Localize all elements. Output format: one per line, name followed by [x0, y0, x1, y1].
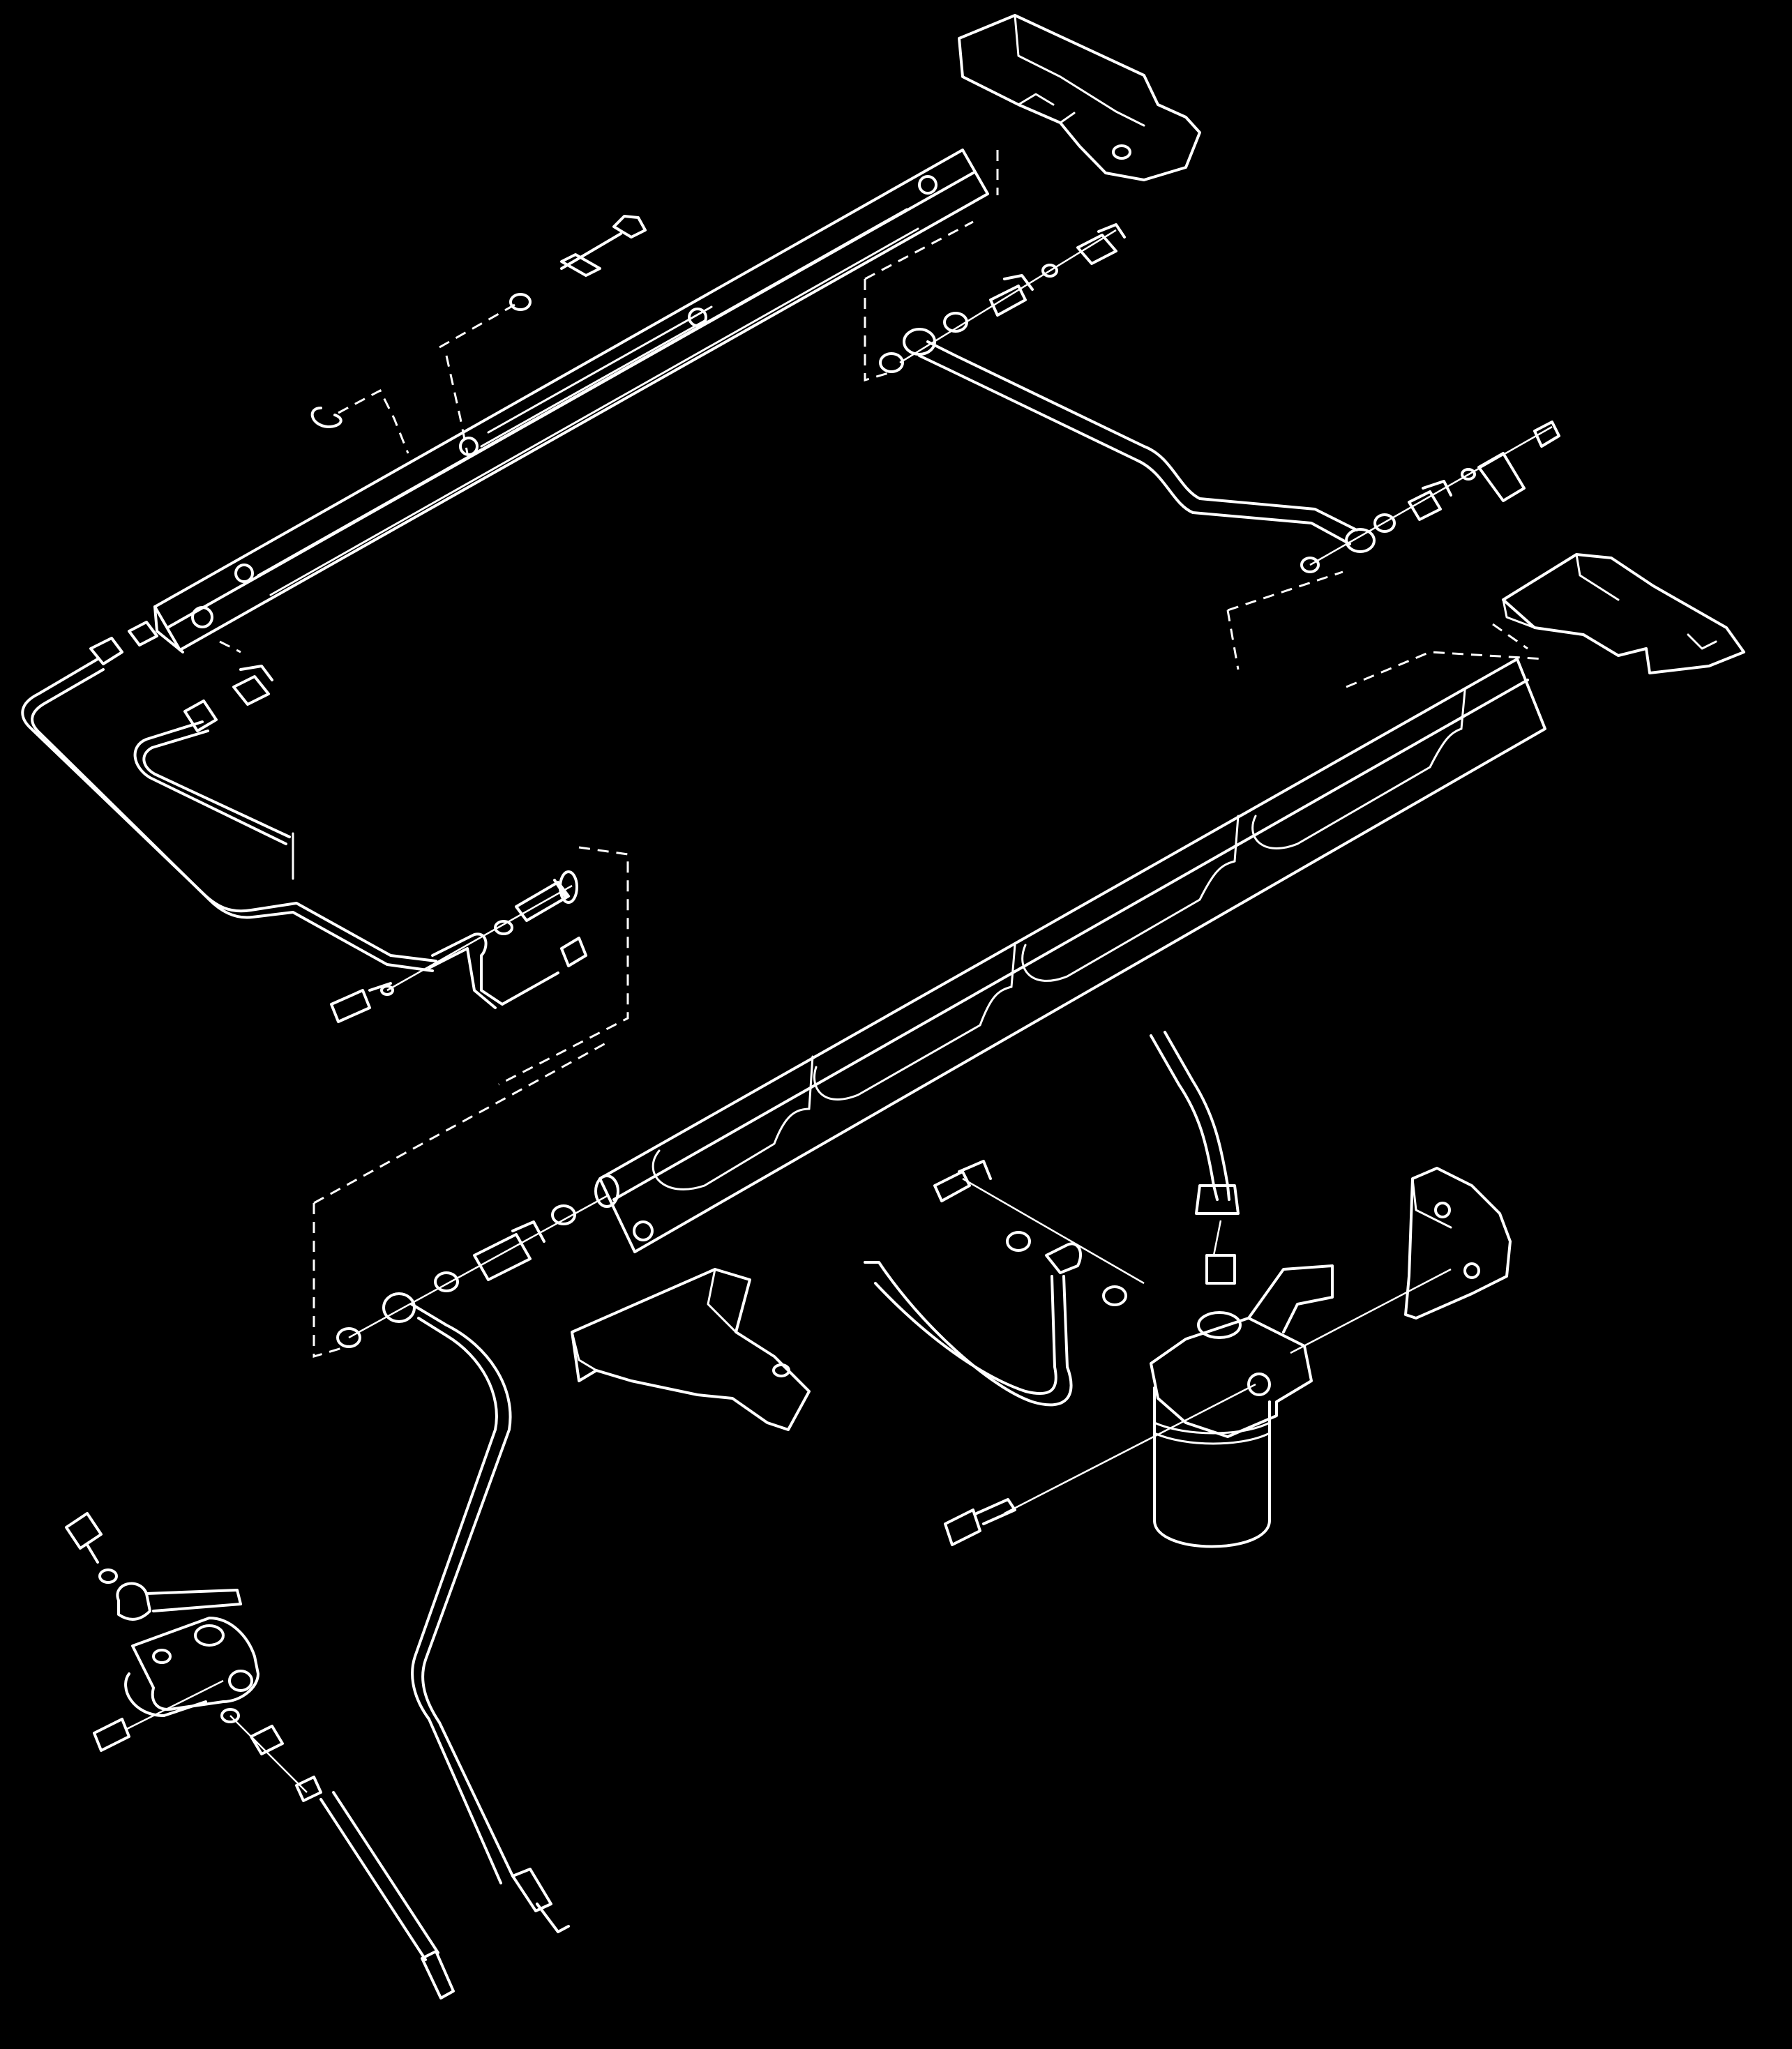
lower-fuel-rail [594, 658, 1546, 1253]
left-pipe-fittings [330, 846, 629, 1086]
right-bracket [1502, 553, 1745, 674]
construction-line-3 [219, 640, 241, 653]
left-supply-pipe [21, 621, 437, 972]
rail-mount-bolt [439, 215, 647, 349]
upper-fuel-rail [153, 149, 989, 653]
rail-clip [310, 388, 409, 454]
fuel-lift-pump [65, 1512, 455, 1999]
fuel-filter-assembly [944, 1031, 1334, 1548]
filter-feed-pipe [864, 1160, 1145, 1407]
construction-line-4 [1346, 651, 1546, 688]
lower-bracket [571, 1268, 811, 1431]
right-fittings [1226, 421, 1560, 670]
top-bracket [958, 14, 1201, 181]
lower-left-fuel-pipe [313, 1041, 608, 1933]
construction-line-5 [1492, 623, 1528, 650]
filter-mount-bracket [1290, 1167, 1512, 1354]
upper-right-fuel-pipe [864, 220, 1358, 545]
construction-line-1 [445, 355, 469, 454]
